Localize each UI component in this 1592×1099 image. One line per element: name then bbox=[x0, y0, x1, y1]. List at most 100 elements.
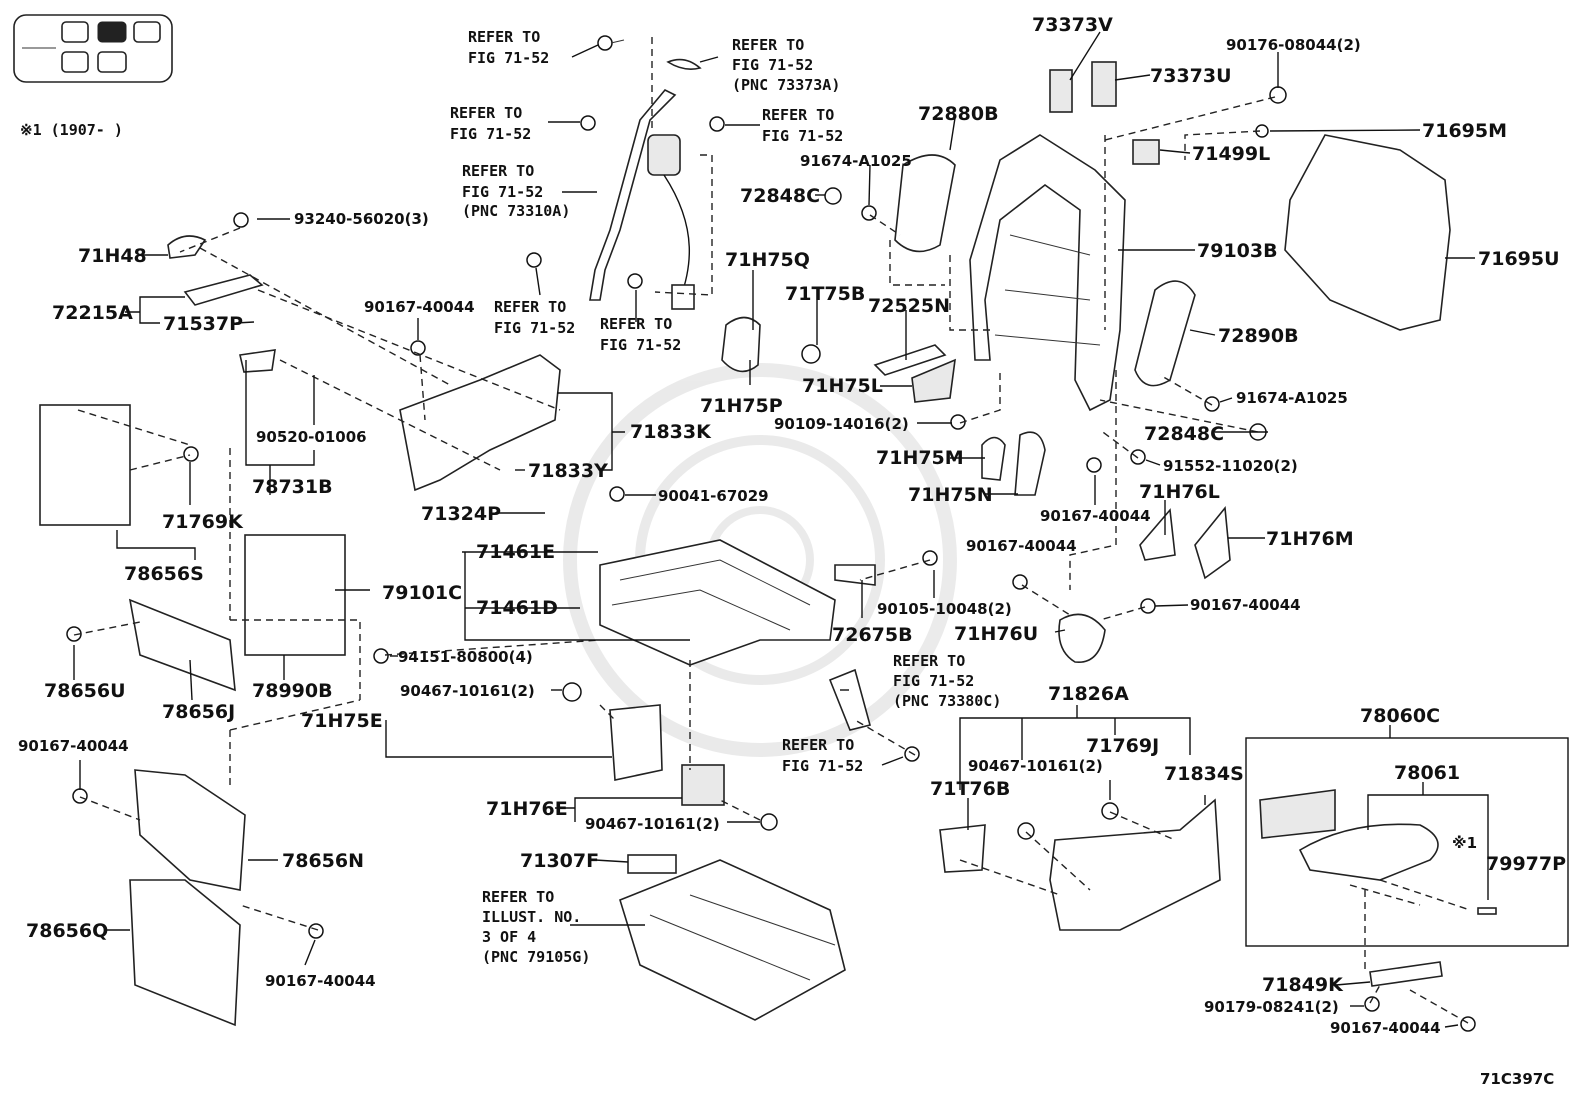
refer-note-2-line1: REFER TO bbox=[732, 36, 804, 54]
label-78656j: 78656J bbox=[162, 701, 235, 723]
refer-note-4-line2: FIG 71-52 bbox=[762, 127, 843, 145]
label-90167-40044-b: 90167-40044 bbox=[1330, 1019, 1441, 1037]
refer-note-10-line3: 3 OF 4 bbox=[482, 928, 536, 946]
label-71h75n: 71H75N bbox=[908, 484, 993, 506]
label-79977p: 79977P bbox=[1486, 853, 1566, 875]
part-71h76e-shape bbox=[681, 764, 725, 806]
label-72890b: 72890B bbox=[1218, 325, 1299, 347]
part-71h75m-shape bbox=[981, 436, 1006, 481]
part-71h75n-shape bbox=[1014, 431, 1046, 496]
part-71h75l-shape bbox=[911, 358, 956, 403]
label-71833k: 71833K bbox=[630, 421, 712, 443]
part-72675b-shape bbox=[834, 564, 876, 586]
label-73373u: 73373U bbox=[1150, 65, 1232, 87]
label-73373v: 73373V bbox=[1032, 14, 1113, 36]
label-90105-10048: 90105-10048(2) bbox=[877, 600, 1012, 618]
part-79977p-shape bbox=[1477, 907, 1497, 915]
label-78731b: 78731B bbox=[252, 476, 333, 498]
label-90167-40044-r2: 90167-40044 bbox=[966, 537, 1077, 555]
label-71849k: 71849K bbox=[1262, 974, 1344, 996]
label-90520-01006: 90520-01006 bbox=[256, 428, 367, 446]
pad-72880b-shape bbox=[894, 154, 956, 253]
label-94151-80800: 94151-80800(4) bbox=[398, 648, 533, 666]
label-71h76l: 71H76L bbox=[1139, 481, 1220, 503]
label-72880b: 72880B bbox=[918, 103, 999, 125]
refer-note-2-line2: FIG 71-52 bbox=[732, 56, 813, 74]
label-71834s: 71834S bbox=[1164, 763, 1244, 785]
label-78656n: 78656N bbox=[282, 850, 364, 872]
part-71h76m-shape bbox=[1194, 505, 1231, 580]
refer-note-10-line1: REFER TO bbox=[482, 888, 554, 906]
refer-note-3-line2: FIG 71-52 bbox=[450, 125, 531, 143]
label-71307f: 71307F bbox=[520, 850, 599, 872]
part-72525n-shape bbox=[873, 344, 947, 376]
label-90167-40044-l2: 90167-40044 bbox=[265, 972, 376, 990]
label-90167-40044-r3: 90167-40044 bbox=[1190, 596, 1301, 614]
label-90467-10161-a: 90467-10161(2) bbox=[400, 682, 535, 700]
label-71h75l: 71H75L bbox=[802, 375, 883, 397]
refer-note-8-line3: (PNC 73380C) bbox=[893, 692, 1001, 710]
part-71h75e-shape bbox=[609, 704, 663, 781]
label-71h48: 71H48 bbox=[78, 245, 147, 267]
refer-note-9-line2: FIG 71-52 bbox=[782, 757, 863, 775]
group-box-78060c bbox=[1245, 737, 1569, 947]
label-72848c-top: 72848C bbox=[740, 185, 820, 207]
refer-note-8-line2: FIG 71-52 bbox=[893, 672, 974, 690]
label-71t76b: 71T76B bbox=[930, 778, 1010, 800]
refer-note-10-line4: (PNC 79105G) bbox=[482, 948, 590, 966]
label-90109-14016: 90109-14016(2) bbox=[774, 415, 909, 433]
refer-note-5-line3: (PNC 73310A) bbox=[462, 202, 570, 220]
refer-note-4-line1: REFER TO bbox=[762, 106, 834, 124]
part-78731b-shape bbox=[239, 349, 276, 373]
figure-code: 71C397C bbox=[1480, 1070, 1554, 1088]
label-79103b: 79103B bbox=[1197, 240, 1278, 262]
seat-belt-assembly bbox=[589, 58, 702, 310]
label-71324p: 71324P bbox=[421, 503, 501, 525]
label-71695u: 71695U bbox=[1478, 248, 1560, 270]
label-90167-40044-l1: 90167-40044 bbox=[18, 737, 129, 755]
refer-note-10-line2: ILLUST. NO. bbox=[482, 908, 581, 926]
label-71537p: 71537P bbox=[163, 313, 243, 335]
label-71769j: 71769J bbox=[1086, 735, 1159, 757]
label-71h75e: 71H75E bbox=[301, 710, 383, 732]
refer-note-1-line2: FIG 71-52 bbox=[468, 49, 549, 67]
recliner-78990b-shape bbox=[244, 534, 346, 656]
label-72675b: 72675B bbox=[832, 624, 913, 646]
part-71h75q-shape bbox=[721, 316, 761, 373]
cover-78656q-shape bbox=[129, 879, 241, 1027]
label-72848c-bot: 72848C bbox=[1144, 423, 1224, 445]
label-91674-a1025-top: 91674-A1025 bbox=[800, 152, 912, 170]
refer-note-5-line2: FIG 71-52 bbox=[462, 183, 543, 201]
part-72215a-shape bbox=[183, 274, 264, 306]
cover-71834s-shape bbox=[1049, 798, 1221, 931]
label-78060c: 78060C bbox=[1360, 705, 1440, 727]
label-91674-a1025-bot: 91674-A1025 bbox=[1236, 389, 1348, 407]
seat-position-icon bbox=[13, 14, 173, 83]
part-71h76u-shape bbox=[1058, 613, 1106, 663]
refer-note-8-line1: REFER TO bbox=[893, 652, 965, 670]
part-71h76l-shape bbox=[1139, 508, 1176, 561]
seat-track-79105g bbox=[619, 859, 846, 1021]
label-71h76m: 71H76M bbox=[1266, 528, 1354, 550]
part-71499l-shape bbox=[1132, 139, 1160, 165]
seatback-frame-79103b bbox=[969, 134, 1126, 412]
part-78061-shape bbox=[1298, 823, 1439, 881]
legend-note: ※1 (1907- ) bbox=[20, 121, 123, 139]
cover-78656j-shape bbox=[128, 598, 236, 692]
label-note-x1: ※1 bbox=[1452, 834, 1477, 852]
refer-note-2-line3: (PNC 73373A) bbox=[732, 76, 840, 94]
label-78656s: 78656S bbox=[124, 563, 204, 585]
label-71h76e: 71H76E bbox=[486, 798, 568, 820]
part-73373u-shape bbox=[1091, 61, 1117, 107]
label-90041-67029: 90041-67029 bbox=[658, 487, 769, 505]
label-71h76u: 71H76U bbox=[954, 623, 1038, 645]
refer-note-9-line1: REFER TO bbox=[782, 736, 854, 754]
part-71h48-shape bbox=[167, 235, 207, 259]
label-93240-56020: 93240-56020(3) bbox=[294, 210, 429, 228]
label-79101c: 79101C bbox=[382, 582, 462, 604]
label-71695m: 71695M bbox=[1422, 120, 1507, 142]
bolt-icon bbox=[66, 35, 1476, 1032]
part-78061-tray-shape bbox=[1259, 789, 1336, 839]
part-71t76b-shape bbox=[939, 824, 986, 873]
label-78061: 78061 bbox=[1394, 762, 1460, 784]
